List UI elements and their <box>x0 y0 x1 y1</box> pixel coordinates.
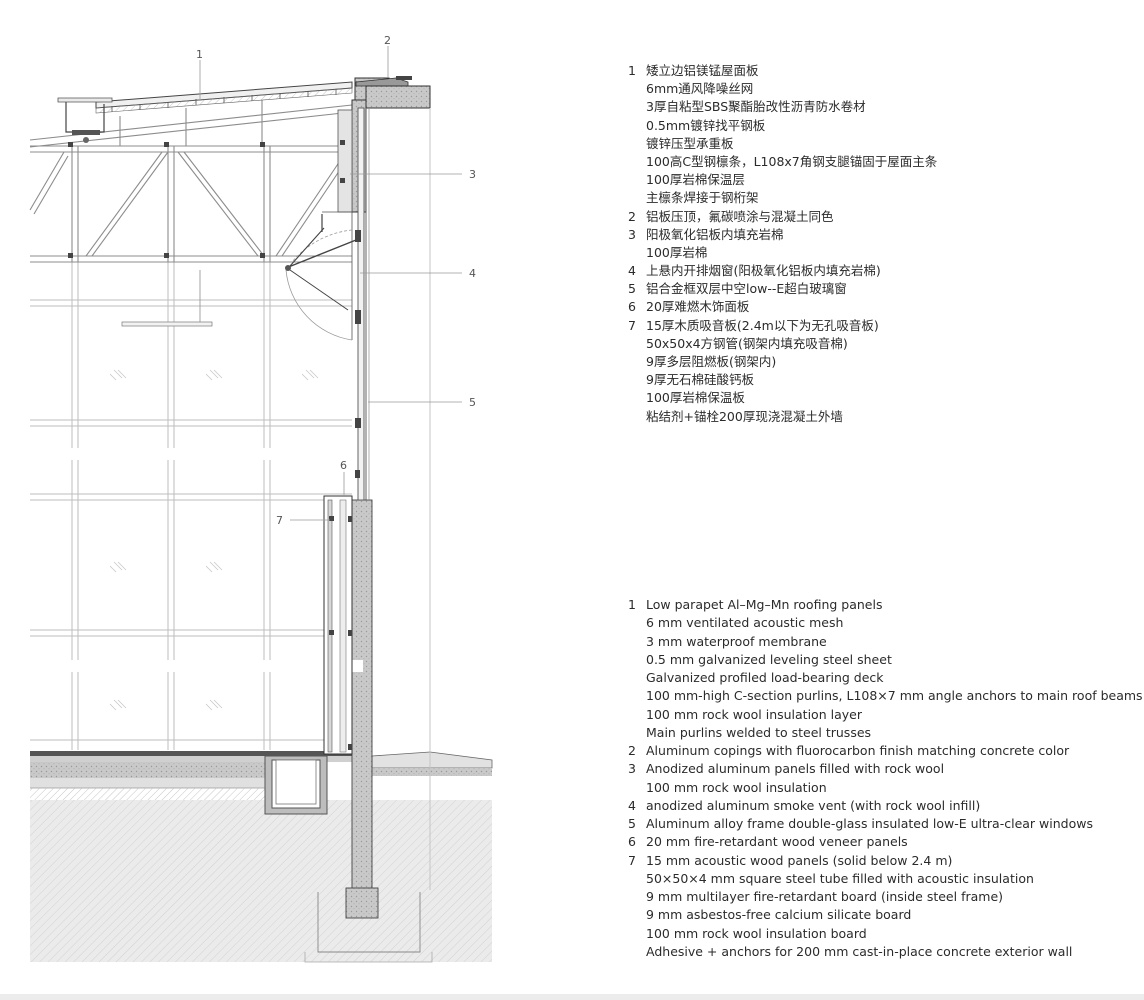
legend-item: 100高C型钢檩条，L108x7角钢支腿锚固于屋面主条 <box>646 153 938 169</box>
legend-item: 6 mm ventilated acoustic mesh <box>646 615 844 631</box>
curtain-wall-mullion <box>355 107 370 501</box>
suspended-fixture <box>121 270 213 327</box>
legend-item: Adhesive + anchors for 200 mm cast-in-pl… <box>646 943 1073 959</box>
legend-item: 9 mm asbestos-free calcium silicate boar… <box>646 907 912 923</box>
legend-item: 100厚岩棉 <box>646 244 708 260</box>
section-breaks <box>28 448 363 672</box>
callout-3: 3 <box>469 168 476 181</box>
legend-item: 50×50×4 mm square steel tube filled with… <box>646 870 1034 886</box>
legend-item: 9 mm multilayer fire-retardant board (in… <box>646 889 1004 904</box>
legend-item: 100厚岩棉保温层 <box>646 172 745 188</box>
legend-item: 100 mm rock wool insulation <box>646 779 827 795</box>
legend-item: 6mm通风降噪丝网 <box>646 81 754 97</box>
section-drawing: 1 2 3 4 5 6 7 <box>28 34 493 963</box>
wall-panel-insulated <box>337 109 353 213</box>
legend-item: 0.5 mm galvanized leveling steel sheet <box>646 651 892 667</box>
legend-item: 100 mm-high C-section purlins, L108×7 mm… <box>646 688 1143 704</box>
legend-item: 100 mm rock wool insulation layer <box>646 706 862 722</box>
acoustic-wall-panel <box>323 495 353 755</box>
legend-item: Main purlins welded to steel trusses <box>646 724 872 740</box>
smoke-vent <box>285 211 357 341</box>
legend-item: 100厚岩棉保温板 <box>646 390 745 406</box>
callout-numbers: 1 2 3 4 5 6 7 <box>196 34 476 527</box>
legend-item: 镀锌压型承重板 <box>646 135 734 151</box>
callout-4: 4 <box>469 267 476 280</box>
legend-item: 9厚无石棉硅酸钙板 <box>646 372 754 388</box>
callout-6: 6 <box>340 459 347 472</box>
roof-assembly <box>57 81 353 143</box>
legend-item: 50x50x4方钢管(钢架内填充吸音棉) <box>646 335 848 351</box>
callout-2: 2 <box>384 34 391 47</box>
legend-item: 3厚自粘型SBS聚酯胎改性沥青防水卷材 <box>646 99 866 115</box>
legend-item: 9厚多层阻燃板(钢架内) <box>646 354 777 369</box>
legend-item: 0.5mm镀锌找平钢板 <box>646 117 766 133</box>
bottom-band <box>0 994 1144 1000</box>
glass-marks <box>109 369 319 711</box>
legend-item: 100 mm rock wool insulation board <box>646 925 867 941</box>
steel-truss <box>29 100 353 263</box>
leader-lines <box>199 46 462 521</box>
floor-slab <box>30 751 352 800</box>
truss-nodes <box>68 142 265 258</box>
legend-item: 3 mm waterproof membrane <box>646 633 827 649</box>
legend-item: 主檩条焊接于钢桁架 <box>646 190 759 206</box>
callout-5: 5 <box>469 396 476 409</box>
callout-1: 1 <box>196 48 203 61</box>
callout-7: 7 <box>276 514 283 527</box>
ground-soil <box>30 800 492 962</box>
floor-trench <box>264 755 328 815</box>
legend-item: 粘结剂+锚栓200厚现浇混凝土外墙 <box>646 408 843 424</box>
legend-item: Galvanized profiled load-bearing deck <box>646 670 884 685</box>
exterior-paving <box>371 751 493 776</box>
